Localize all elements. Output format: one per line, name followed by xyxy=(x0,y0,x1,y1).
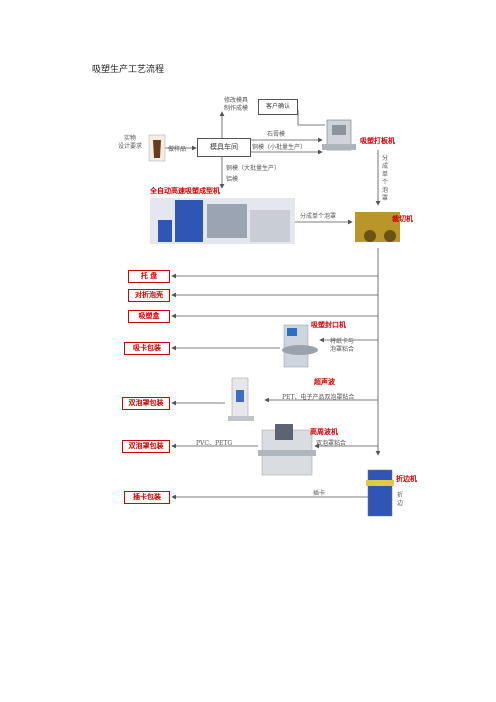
label-hf-welder: 高周波机 xyxy=(310,428,338,436)
node-revise-mold: 修改模具 制作成模 xyxy=(224,97,249,112)
node-insert: 插卡 xyxy=(313,490,326,497)
node-double-bond: 双泡罩粘合 xyxy=(316,440,347,447)
node-card-paper: 将纸卡与 泡罩粘合 xyxy=(330,338,355,353)
node-plaster-mold: 石膏模 xyxy=(267,131,286,138)
label-ultrasonic: 超声波 xyxy=(314,378,335,386)
node-mold-workshop: 模具车间 xyxy=(197,138,251,157)
node-customer-confirm: 客户确认 xyxy=(258,99,298,115)
output-blister-box: 吸塑盒 xyxy=(128,310,170,323)
label-blister-sealer: 吸塑封口机 xyxy=(311,321,346,329)
output-tray: 托 盘 xyxy=(128,270,170,283)
page-title: 吸塑生产工艺流程 xyxy=(92,65,165,75)
node-cut-single: 分成单个泡罩 xyxy=(300,213,337,220)
node-cut-single-vertical: 分成单个泡罩 xyxy=(381,155,388,202)
output-insert-card: 插卡包装 xyxy=(124,491,170,504)
ultrasonic-machine-image xyxy=(228,377,254,421)
node-sample: 实物 设计要求 xyxy=(118,135,143,150)
node-pet-bond: PET、电子产品双泡罩粘合 xyxy=(282,394,355,401)
full-auto-machine-image xyxy=(150,198,295,244)
hf-welder-image xyxy=(258,424,316,476)
output-folded-shell: 对折泡壳 xyxy=(128,289,170,302)
edge-folder-image xyxy=(366,469,394,517)
node-copper-small: 铜模（小批量生产） xyxy=(252,144,307,151)
output-double-blister-1: 双泡罩包装 xyxy=(122,397,170,410)
label-cutter: 裁切机 xyxy=(392,215,413,223)
node-alu-mold: 铝模 xyxy=(226,176,239,183)
cutter-machine-image xyxy=(355,212,400,242)
blister-sealer-image xyxy=(282,324,318,368)
node-copper-mass: 铜模（大批量生产） xyxy=(226,165,281,172)
sample-photo xyxy=(148,134,166,162)
blister-press-machine-image xyxy=(322,119,356,151)
output-blister-card: 吸卡包装 xyxy=(124,342,170,355)
label-edge-folder: 折边机 xyxy=(396,475,417,483)
output-double-blister-2: 双泡罩包装 xyxy=(122,440,170,453)
node-wood-mold: 做样品 xyxy=(168,146,187,153)
label-full-auto: 全自动高速吸塑成型机 xyxy=(150,187,220,195)
node-pvc-petg: PVC、PETG xyxy=(196,440,233,447)
node-fold-edge: 折边 xyxy=(396,492,403,507)
label-blister-press: 吸塑打板机 xyxy=(360,137,395,145)
